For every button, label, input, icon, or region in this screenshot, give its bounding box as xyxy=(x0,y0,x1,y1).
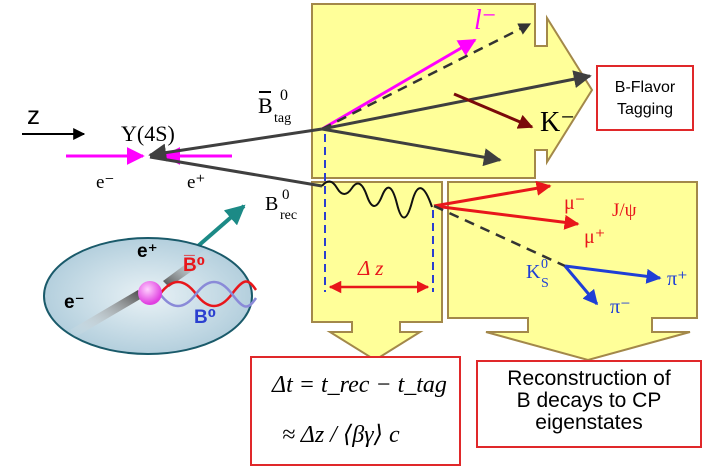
jpsi-label: J/ψ xyxy=(612,200,637,221)
kshort-subscript: S xyxy=(541,276,549,291)
inset-b0-label: B⁰ xyxy=(194,307,217,328)
delta-z-panel xyxy=(311,181,443,362)
kshort-label: K 0 S xyxy=(526,257,566,297)
tag-dashed-track xyxy=(321,22,532,131)
kshort-superscript: 0 xyxy=(541,257,548,272)
reconstruction-line-3: eigenstates xyxy=(535,411,643,434)
pi-minus-label: π⁻ xyxy=(610,296,631,318)
tag-lower-track xyxy=(321,127,502,167)
b-rec-label: B 0 rec xyxy=(265,187,325,229)
reconstruction-panel xyxy=(447,181,698,362)
inset-electron-label: e⁻ xyxy=(64,292,85,313)
kshort-dashed-track xyxy=(433,204,566,268)
b0bar-helix xyxy=(159,280,258,308)
b-tag-bar xyxy=(259,91,271,93)
b-tag-track xyxy=(148,127,323,162)
mu-minus-track xyxy=(433,180,552,208)
kaon-label: K⁻ xyxy=(540,107,575,138)
b-rec-subscript: rec xyxy=(280,208,298,223)
lepton-track xyxy=(321,38,477,131)
tagging-line-1: B-Flavor xyxy=(614,79,676,96)
b0-helix xyxy=(159,280,258,308)
b-tag-subscript: tag xyxy=(274,111,292,126)
formula-line-1: Δt = t_rec − t_tag xyxy=(272,372,447,398)
b-rec-track xyxy=(149,155,323,188)
pi-minus-track xyxy=(563,265,599,306)
pi-plus-track xyxy=(564,264,662,284)
electron-streak xyxy=(70,290,142,338)
mu-minus-label: μ⁻ xyxy=(564,192,586,214)
reconstruction-line-1: Reconstruction of xyxy=(507,367,671,390)
formula-box: Δt = t_rec − t_tag ≈ Δz / ⟨βγ⟩ c xyxy=(250,356,461,466)
collision-point-ball xyxy=(138,281,162,305)
formula-line-2: ≈ Δz / ⟨βγ⟩ c xyxy=(282,422,400,448)
b-tag-base: B xyxy=(258,93,273,118)
reconstruction-line-2: B decays to CP xyxy=(516,389,662,412)
pi-plus-label: π⁺ xyxy=(667,268,688,290)
b-rec-superscript: 0 xyxy=(282,187,290,203)
positron-streak xyxy=(163,249,212,287)
positron-label: e⁺ xyxy=(187,172,206,193)
kaon-track xyxy=(453,92,534,129)
tag-neutral-track xyxy=(321,70,592,131)
reconstruction-box: Reconstruction of B decays to CP eigenst… xyxy=(476,360,702,448)
b-flavor-tagging-box: B-Flavor Tagging xyxy=(596,65,694,131)
kshort-base: K xyxy=(526,261,541,283)
b-rec-base: B xyxy=(265,193,279,215)
electron-label: e⁻ xyxy=(96,172,115,193)
b-rec-flight-wavy xyxy=(321,180,433,219)
b-tag-label: B 0 tag xyxy=(258,87,318,127)
z-axis-label: z xyxy=(27,100,40,130)
b-tag-superscript: 0 xyxy=(280,87,288,104)
lepton-label: l⁻ xyxy=(474,5,497,36)
inset-positron-label: e⁺ xyxy=(137,241,158,262)
tagging-line-2: Tagging xyxy=(616,101,674,118)
tag-panel xyxy=(311,3,594,179)
delta-z-label: Δ z xyxy=(358,256,384,280)
mu-plus-track xyxy=(433,204,580,230)
resonance-label: Υ(4S) xyxy=(121,121,175,146)
inset-b0bar-label: B̅⁰ xyxy=(183,255,206,276)
mu-plus-label: μ⁺ xyxy=(584,226,606,248)
